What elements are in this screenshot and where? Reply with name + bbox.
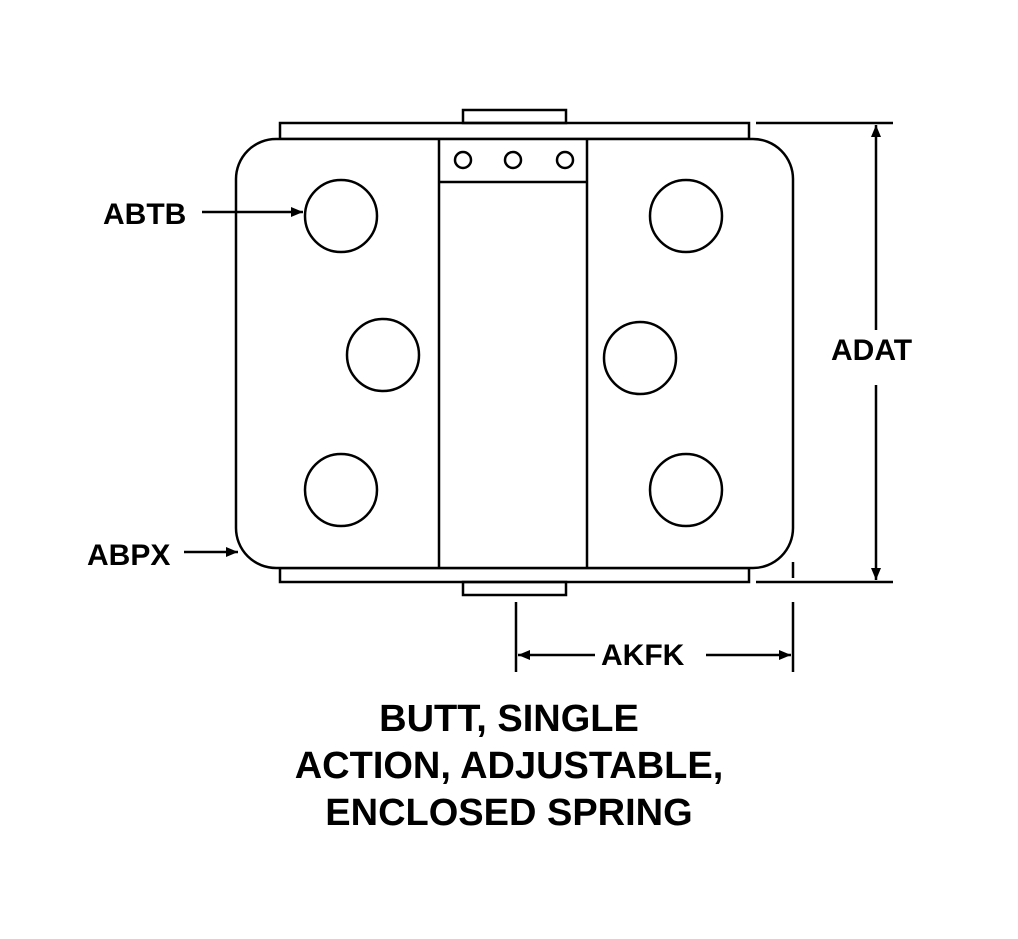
screw-hole-right-middle bbox=[602, 320, 678, 396]
adjuster-hole-2 bbox=[503, 150, 523, 170]
top-edge-strip bbox=[278, 121, 751, 141]
caption-line-3: ENCLOSED SPRING bbox=[325, 792, 693, 834]
bottom-edge-strip bbox=[278, 566, 751, 584]
screw-hole-right-top bbox=[648, 178, 724, 254]
adjuster-hole-3 bbox=[555, 150, 575, 170]
screw-hole-left-top bbox=[303, 178, 379, 254]
diagram-caption: BUTT, SINGLE ACTION, ADJUSTABLE, ENCLOSE… bbox=[0, 696, 1018, 837]
hinge-body bbox=[234, 137, 795, 570]
abtb-label: ABTB bbox=[103, 198, 186, 231]
abpx-label: ABPX bbox=[87, 539, 170, 572]
screw-hole-left-bottom bbox=[303, 452, 379, 528]
akfk-label: AKFK bbox=[601, 639, 685, 672]
screw-hole-right-bottom bbox=[648, 452, 724, 528]
caption-line-2: ACTION, ADJUSTABLE, bbox=[294, 745, 724, 787]
top-pin-cap bbox=[461, 108, 568, 125]
adat-label: ADAT bbox=[831, 334, 912, 367]
adjuster-hole-1 bbox=[453, 150, 473, 170]
caption-line-1: BUTT, SINGLE bbox=[379, 698, 639, 740]
bottom-pin-cap bbox=[461, 580, 568, 597]
screw-hole-left-middle bbox=[345, 317, 421, 393]
